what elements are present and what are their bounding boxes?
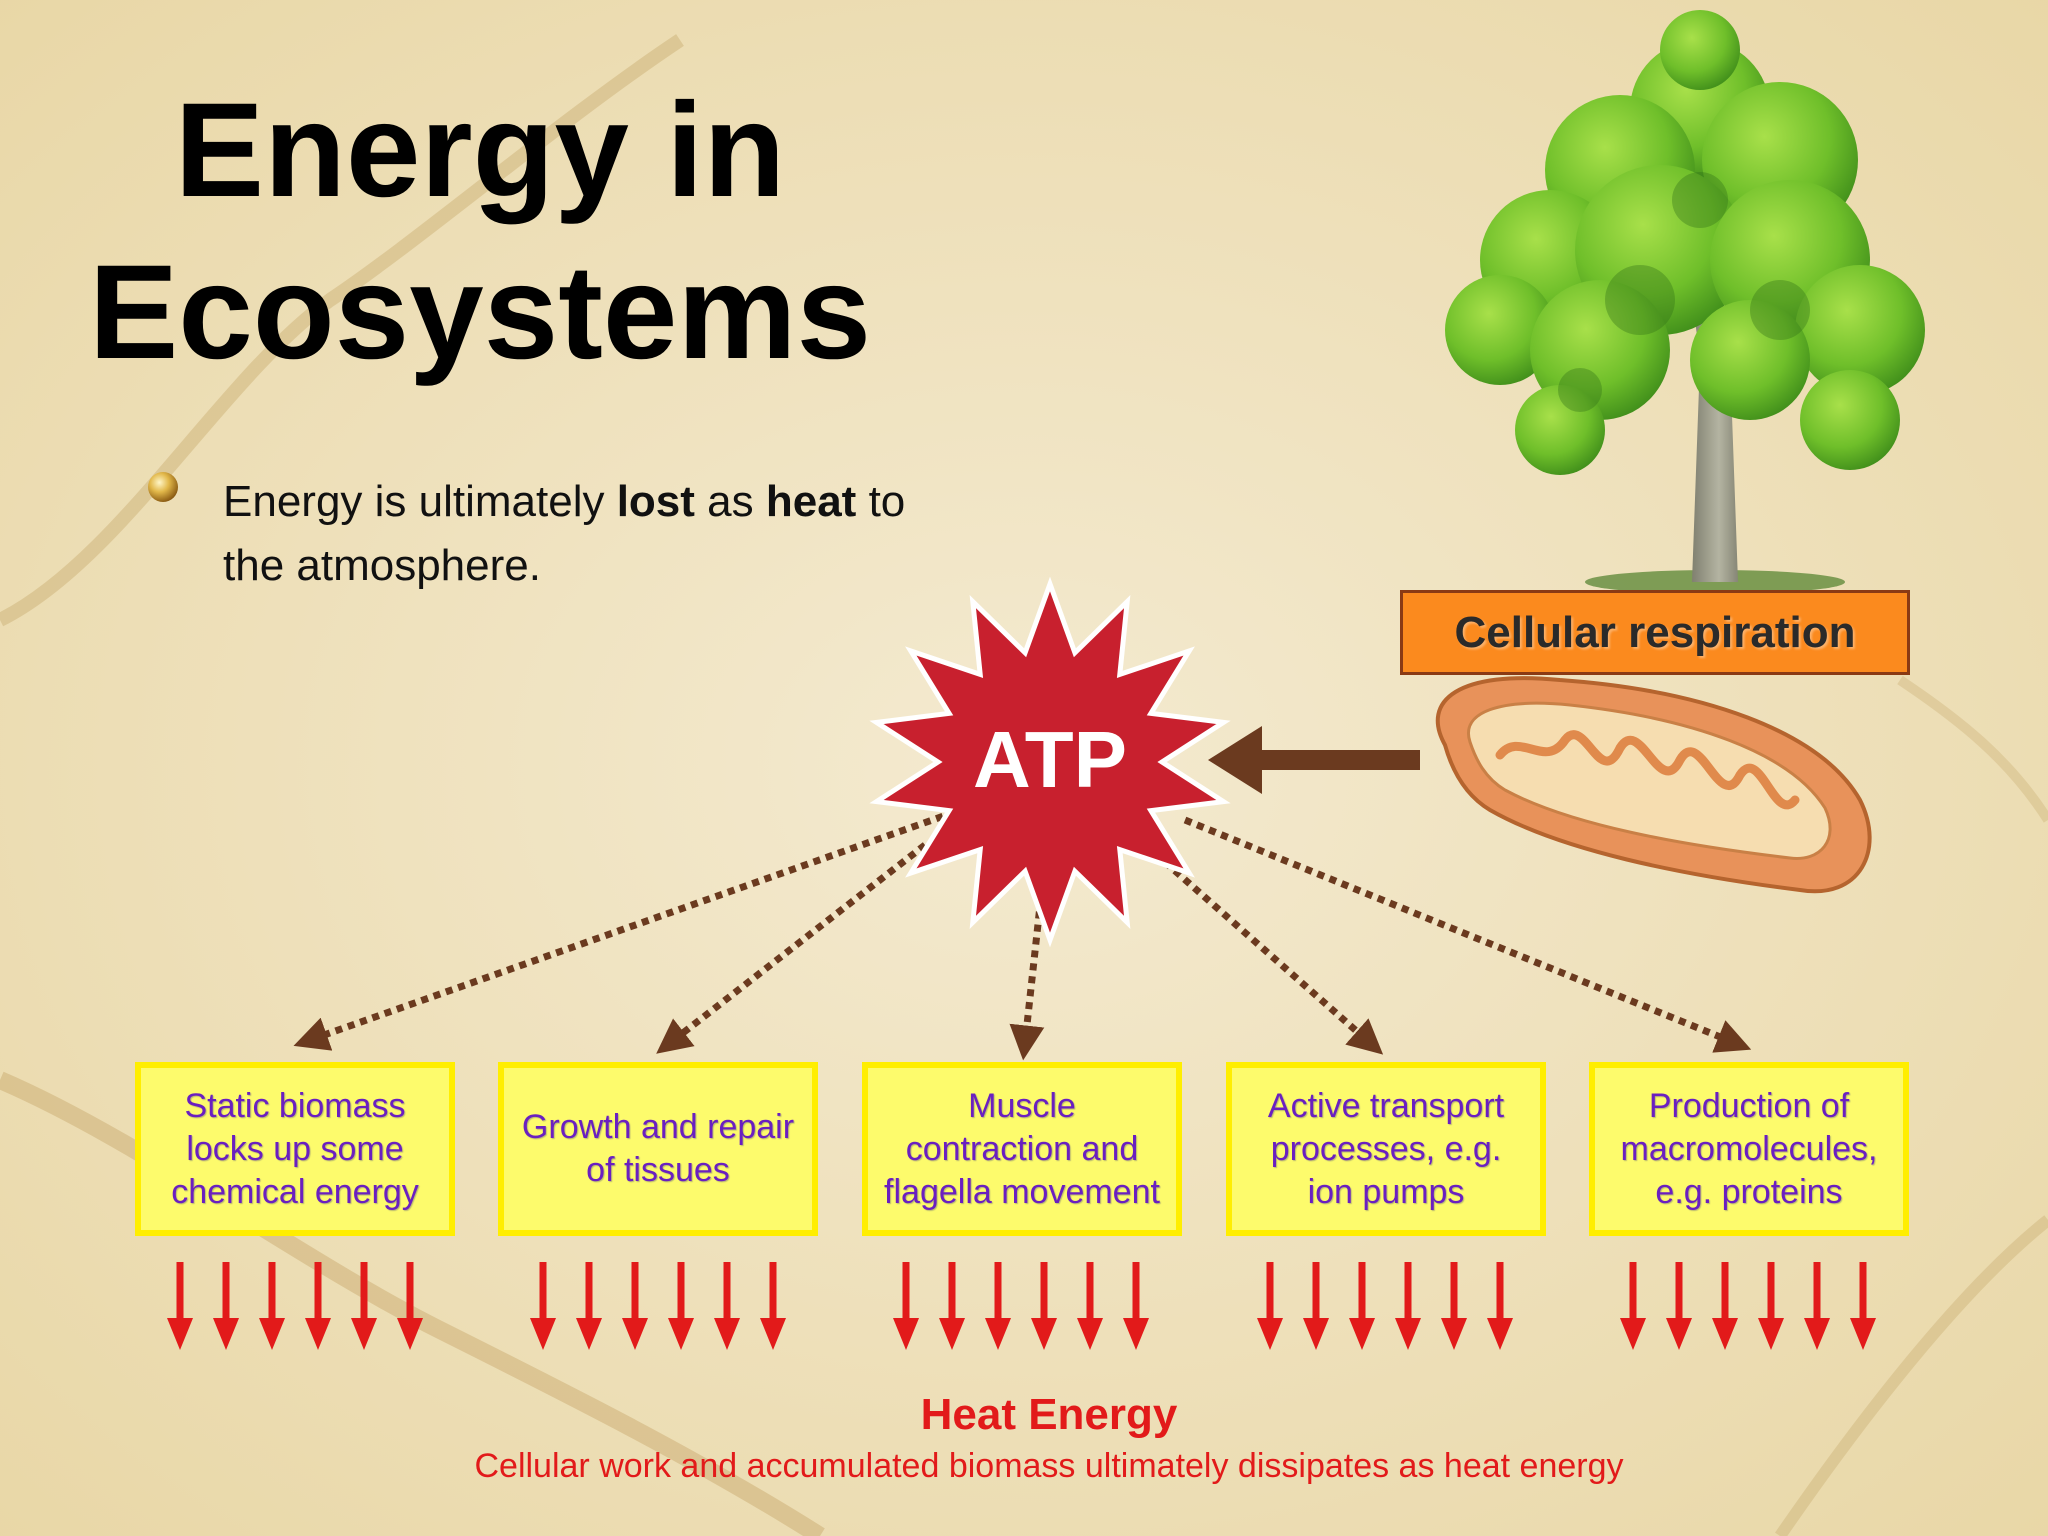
heat-arrow-head xyxy=(1123,1318,1149,1350)
heat-arrow-head xyxy=(939,1318,965,1350)
slide-title: Energy in Ecosystems xyxy=(30,70,930,394)
bullet-text: Energy is ultimately lost as heat to the… xyxy=(223,470,963,598)
heat-arrow-head xyxy=(1031,1318,1057,1350)
work-box-growth-repair: Growth and repair of tissues xyxy=(498,1062,818,1236)
work-box-macromolecules: Production of macromolecules, e.g. prote… xyxy=(1589,1062,1909,1236)
atp-arrow-4 xyxy=(1162,859,1384,1055)
heat-arrow-head xyxy=(1303,1318,1329,1350)
heat-arrow-head xyxy=(397,1318,423,1350)
heat-arrow-head xyxy=(760,1318,786,1350)
work-box-static-biomass: Static biomass locks up some chemical en… xyxy=(135,1062,455,1236)
mitochondrion-image xyxy=(1435,676,1872,894)
heat-arrow-head xyxy=(351,1318,377,1350)
heat-arrow-head xyxy=(1758,1318,1784,1350)
cellular-respiration-label: Cellular respiration xyxy=(1454,607,1856,657)
title-line-1: Energy in xyxy=(174,76,786,225)
bullet-bold-heat: heat xyxy=(765,477,857,526)
work-box-label: Muscle contraction and flagella movement xyxy=(884,1086,1160,1211)
heat-arrow-head xyxy=(1804,1318,1830,1350)
work-box-label: Static biomass locks up some chemical en… xyxy=(171,1086,419,1211)
heat-arrow-head xyxy=(1620,1318,1646,1350)
heat-arrow-head xyxy=(1666,1318,1692,1350)
heat-arrow-head xyxy=(576,1318,602,1350)
heat-arrow-head xyxy=(530,1318,556,1350)
heat-arrows xyxy=(167,1262,1876,1350)
heat-arrow-head xyxy=(714,1318,740,1350)
heat-energy-subtitle: Cellular work and accumulated biomass ul… xyxy=(474,1447,1624,1485)
work-box-label: Production of macromolecules, e.g. prote… xyxy=(1620,1086,1878,1211)
atp-arrow-1 xyxy=(293,808,957,1051)
bullet-part-2: as xyxy=(694,477,766,526)
heat-arrow-head xyxy=(1257,1318,1283,1350)
cellular-respiration-box: Cellular respiration xyxy=(1400,590,1910,675)
bullet-bold-lost: lost xyxy=(616,477,695,526)
heat-arrow-head xyxy=(1349,1318,1375,1350)
atp-label: ATP xyxy=(972,715,1128,804)
title-line-2: Ecosystems xyxy=(88,238,872,387)
work-box-muscle-contraction: Muscle contraction and flagella movement xyxy=(862,1062,1182,1236)
bullet-icon xyxy=(148,472,178,502)
heat-arrow-head xyxy=(622,1318,648,1350)
heat-arrow-head xyxy=(1712,1318,1738,1350)
heat-arrow-head xyxy=(305,1318,331,1350)
heat-arrow-head xyxy=(1395,1318,1421,1350)
heat-arrow-head xyxy=(259,1318,285,1350)
heat-arrow-head xyxy=(213,1318,239,1350)
work-box-label: Growth and repair of tissues xyxy=(521,1108,795,1189)
atp-starburst xyxy=(869,576,1231,948)
work-box-label: Active transport processes, e.g. ion pum… xyxy=(1267,1086,1505,1211)
work-box-active-transport: Active transport processes, e.g. ion pum… xyxy=(1226,1062,1546,1236)
tree-image xyxy=(1445,10,1925,594)
bullet-part-1: Energy is ultimately xyxy=(223,477,617,526)
heat-energy-title: Heat Energy xyxy=(920,1390,1178,1439)
atp-arrow-5 xyxy=(1183,816,1752,1053)
heat-arrow-head xyxy=(1441,1318,1467,1350)
heat-arrow-head xyxy=(167,1318,193,1350)
atp-arrow-2 xyxy=(656,842,928,1054)
heat-arrow-head xyxy=(668,1318,694,1350)
heat-arrow-head xyxy=(893,1318,919,1350)
heat-arrow-head xyxy=(1487,1318,1513,1350)
heat-arrow-head xyxy=(985,1318,1011,1350)
bullet-part-3: to the atmosphere. xyxy=(223,477,906,590)
heat-arrow-head xyxy=(1850,1318,1876,1350)
respiration-arrow-head xyxy=(1208,726,1262,794)
heat-arrow-head xyxy=(1077,1318,1103,1350)
